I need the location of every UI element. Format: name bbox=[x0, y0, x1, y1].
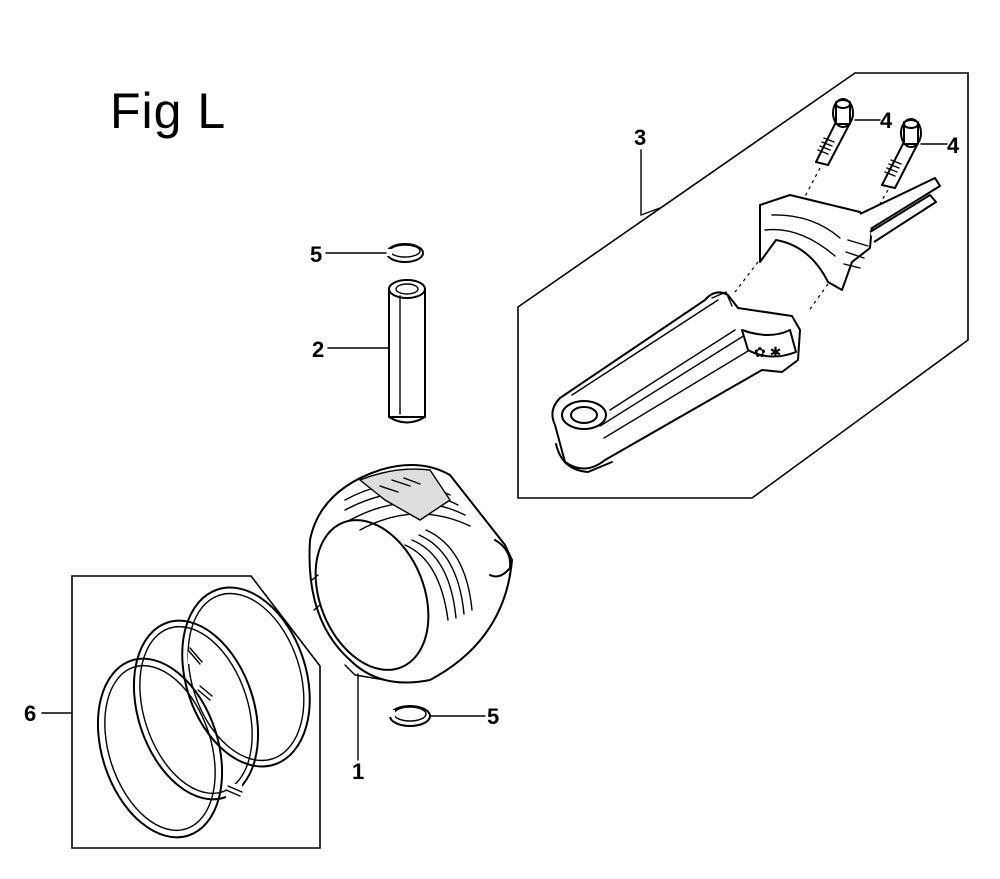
rod-bolt-left[interactable] bbox=[789, 98, 854, 226]
callout-rod-bolt-right: 4 bbox=[947, 133, 960, 158]
pin-clip-bottom[interactable] bbox=[389, 705, 431, 727]
svg-text:✿ ✱: ✿ ✱ bbox=[754, 344, 781, 360]
callout-pin-clip-bottom: 5 bbox=[487, 704, 499, 729]
connecting-rod[interactable]: ✿ ✱ bbox=[551, 291, 801, 473]
callout-piston-rings: 6 bbox=[24, 701, 36, 726]
connecting-rod-group-box bbox=[517, 72, 969, 499]
piston-ring-bottom[interactable] bbox=[76, 643, 243, 854]
figure-title: Fig L bbox=[110, 83, 227, 139]
piston-ring-top[interactable] bbox=[161, 571, 332, 783]
piston[interactable] bbox=[295, 464, 513, 687]
piston-rings-group-box bbox=[71, 575, 321, 849]
piston-rings-group bbox=[71, 571, 332, 854]
piston-ring-middle[interactable] bbox=[112, 605, 279, 816]
callout-connecting-rod: 3 bbox=[634, 125, 646, 150]
piston-pin[interactable] bbox=[388, 279, 426, 424]
callout-numbers: 5 2 3 4 4 5 1 6 bbox=[24, 108, 960, 784]
pin-clip-top[interactable] bbox=[386, 243, 424, 263]
callout-rod-bolt-left: 4 bbox=[880, 108, 893, 133]
leader-lines bbox=[41, 119, 948, 761]
callout-pin-clip-top: 5 bbox=[310, 242, 322, 267]
connecting-rod-group: ✿ ✱ bbox=[517, 72, 969, 499]
callout-piston-pin: 2 bbox=[312, 337, 324, 362]
rod-cap[interactable] bbox=[734, 177, 941, 313]
rod-bolt-right[interactable] bbox=[859, 118, 922, 239]
callout-piston: 1 bbox=[352, 759, 364, 784]
